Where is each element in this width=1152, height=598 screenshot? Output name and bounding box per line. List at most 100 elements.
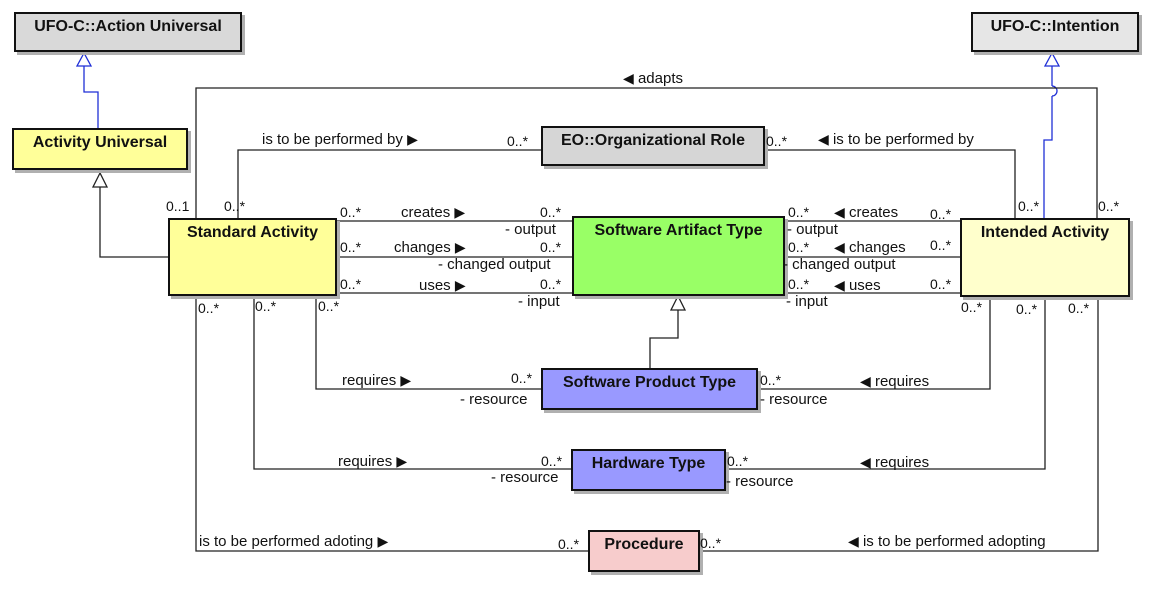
- class-hardware-type[interactable]: Hardware Type: [571, 449, 726, 491]
- class-name: Procedure: [604, 536, 684, 553]
- multiplicity: 0..*: [224, 198, 246, 214]
- multiplicity: 0..*: [788, 276, 810, 292]
- class-intended-activity[interactable]: Intended Activity: [960, 218, 1130, 297]
- class-name: Standard Activity: [187, 224, 318, 241]
- multiplicity: 0..*: [766, 133, 788, 149]
- role-resource-hw-left: - resource: [491, 469, 559, 486]
- multiplicity: 0..*: [507, 133, 529, 149]
- direction-right-icon: ▶: [454, 277, 466, 293]
- role-input-left: - input: [518, 293, 560, 310]
- multiplicity: 0..*: [1098, 198, 1120, 214]
- class-organizational-role[interactable]: EO::Organizational Role: [541, 126, 765, 166]
- assoc-label-requires-spt-right: ◀ requires: [860, 373, 930, 390]
- multiplicity: 0..*: [930, 237, 952, 253]
- class-name: Software Artifact Type: [594, 222, 763, 239]
- direction-left-icon: ◀: [860, 373, 871, 389]
- multiplicity: 0..*: [541, 453, 563, 469]
- assoc-label-requires-hw-left: requires ▶: [338, 453, 408, 470]
- generalization-activity-to-action: [83, 66, 99, 128]
- multiplicity: 0..*: [788, 239, 810, 255]
- multiplicity: 0..*: [930, 276, 952, 292]
- multiplicity: 0..*: [727, 453, 749, 469]
- class-ufo-action-universal[interactable]: UFO-C::Action Universal: [14, 12, 242, 52]
- multiplicity: 0..*: [1016, 301, 1038, 317]
- class-name: UFO-C::Action Universal: [34, 18, 222, 35]
- assoc-label-requires-spt-left: requires ▶: [342, 372, 412, 389]
- generalization-triangle-icon: [75, 51, 93, 67]
- direction-left-icon: ◀: [834, 239, 845, 255]
- role-output-right: - output: [787, 221, 838, 238]
- assoc-adapts-line: [195, 87, 1098, 218]
- assoc-label-performed-by-right: ◀ is to be performed by: [818, 131, 974, 148]
- direction-right-icon: ▶: [377, 533, 389, 549]
- assoc-label-adopting-left: is to be performed adoting ▶: [199, 533, 389, 550]
- multiplicity: 0..*: [198, 300, 220, 316]
- class-ufo-intention[interactable]: UFO-C::Intention: [971, 12, 1139, 52]
- class-software-product-type[interactable]: Software Product Type: [541, 368, 758, 410]
- generalization-product-to-artifact: [649, 308, 679, 368]
- multiplicity: 0..*: [511, 370, 533, 386]
- assoc-adopting-right-line: [700, 297, 1099, 552]
- class-name: EO::Organizational Role: [560, 132, 745, 149]
- role-input-right: - input: [786, 293, 828, 310]
- generalization-standard-to-activity: [99, 187, 168, 258]
- multiplicity: 0..*: [540, 276, 562, 292]
- assoc-label-changes-left: changes ▶: [394, 239, 466, 256]
- multiplicity: 0..*: [700, 535, 722, 551]
- role-resource-spt-right: - resource: [760, 391, 828, 408]
- class-activity-universal[interactable]: Activity Universal: [12, 128, 188, 170]
- direction-right-icon: ▶: [400, 372, 412, 388]
- direction-left-icon: ◀: [834, 277, 845, 293]
- generalization-triangle-icon: [91, 171, 109, 188]
- assoc-requires-spt-right-line: [758, 297, 991, 390]
- assoc-label-adapts: ◀ adapts: [623, 70, 683, 87]
- multiplicity: 0..*: [540, 204, 562, 220]
- role-changed-output-left: - changed output: [438, 256, 551, 273]
- assoc-label-creates-right: ◀ creates: [834, 204, 899, 221]
- multiplicity: 0..*: [930, 206, 952, 222]
- assoc-performed-by-right-line: [765, 149, 1016, 218]
- generalization-intended-to-intention: [1043, 96, 1053, 218]
- multiplicity: 0..*: [540, 239, 562, 255]
- multiplicity: 0..*: [760, 372, 782, 388]
- class-software-artifact-type[interactable]: Software Artifact Type: [572, 216, 785, 296]
- assoc-requires-spt-left-line: [315, 296, 541, 390]
- assoc-requires-hw-left-line: [253, 296, 571, 470]
- class-name: Activity Universal: [32, 134, 168, 151]
- assoc-label-creates-left: creates ▶: [401, 204, 466, 221]
- multiplicity: 0..*: [1018, 198, 1040, 214]
- role-resource-spt-left: - resource: [460, 391, 528, 408]
- multiplicity: 0..*: [255, 298, 277, 314]
- class-procedure[interactable]: Procedure: [588, 530, 700, 572]
- class-name: Software Product Type: [562, 374, 737, 391]
- assoc-label-uses-right: ◀ uses: [834, 277, 881, 294]
- assoc-label-performed-by-left: is to be performed by ▶: [262, 131, 418, 148]
- role-resource-hw-right: - resource: [726, 473, 794, 490]
- multiplicity: 0..*: [961, 299, 983, 315]
- direction-right-icon: ▶: [407, 131, 418, 147]
- multiplicity: 0..*: [318, 298, 340, 314]
- assoc-label-uses-left: uses ▶: [419, 277, 466, 294]
- assoc-performed-by-left-line: [237, 149, 541, 218]
- assoc-requires-hw-right-line: [726, 297, 1046, 470]
- line-hop: [1051, 85, 1058, 97]
- direction-left-icon: ◀: [848, 533, 859, 549]
- class-name: UFO-C::Intention: [990, 18, 1120, 35]
- multiplicity: 0..*: [340, 204, 362, 220]
- assoc-adopting-left-line: [195, 296, 588, 552]
- direction-left-icon: ◀: [623, 70, 634, 86]
- multiplicity: 0..*: [788, 204, 810, 220]
- generalization-triangle-icon: [669, 294, 687, 311]
- direction-left-icon: ◀: [834, 204, 845, 220]
- class-standard-activity[interactable]: Standard Activity: [168, 218, 337, 296]
- multiplicity: 0..*: [558, 536, 580, 552]
- direction-right-icon: ▶: [454, 239, 466, 255]
- assoc-label-changes-right: ◀ changes: [834, 239, 906, 256]
- class-name: Intended Activity: [980, 224, 1110, 241]
- multiplicity: 0..*: [340, 239, 362, 255]
- role-changed-output-right: - changed output: [783, 256, 896, 273]
- direction-left-icon: ◀: [860, 454, 871, 470]
- direction-right-icon: ▶: [396, 453, 408, 469]
- assoc-label-adopting-right: ◀ is to be performed adopting: [848, 533, 1046, 550]
